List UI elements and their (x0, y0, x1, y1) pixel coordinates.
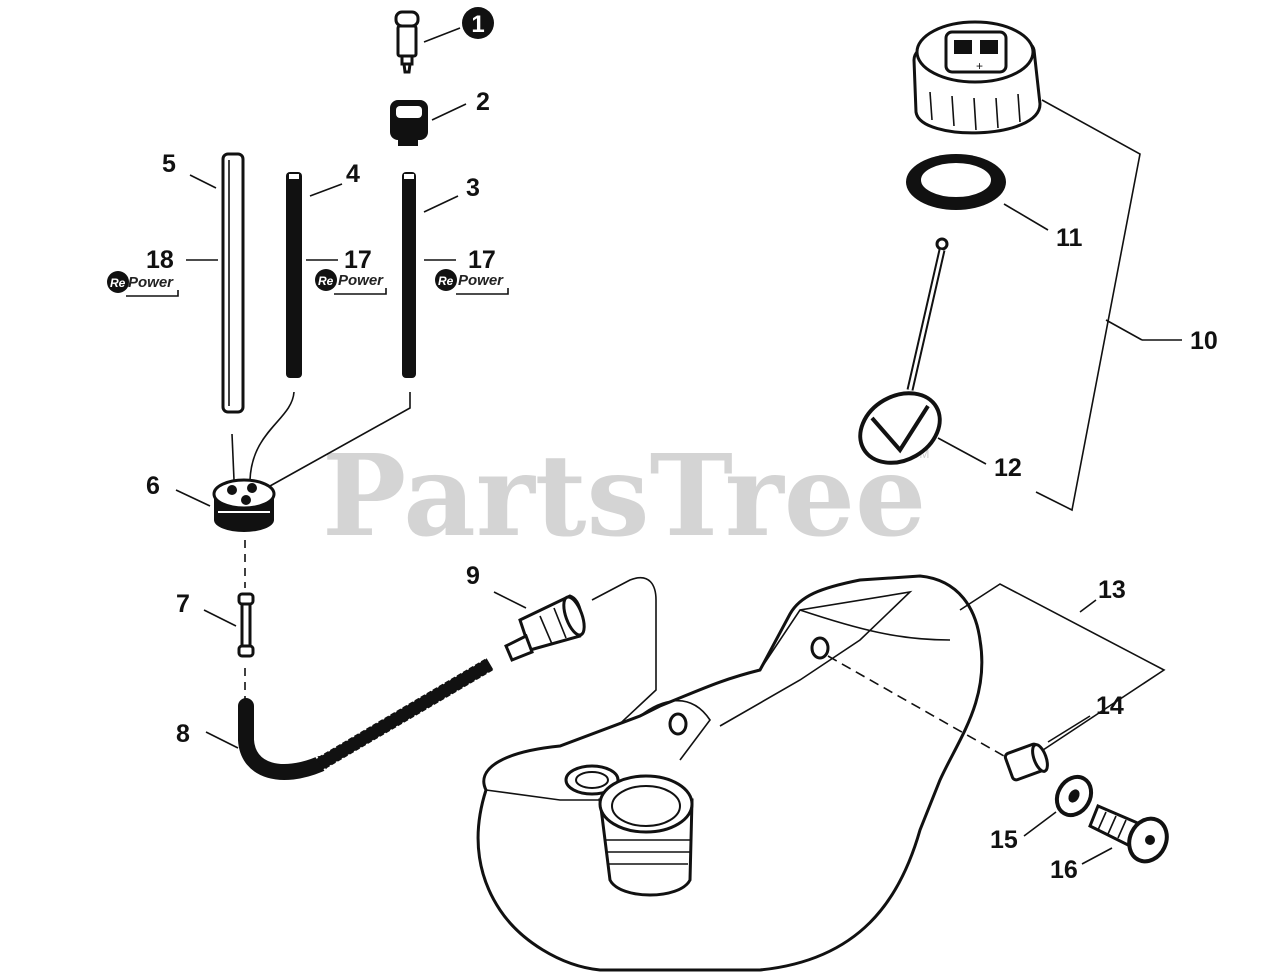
part-4-hose[interactable] (286, 172, 302, 378)
part-2-nut[interactable] (390, 100, 428, 146)
connector-5-6 (231, 433, 235, 481)
leader-16 (1081, 847, 1113, 865)
part-7-pin[interactable] (237, 592, 255, 658)
callout-17a: 17 (344, 246, 372, 274)
part-6-grommet[interactable] (212, 478, 276, 532)
callout-12: 12 (994, 454, 1022, 482)
repower-badge-17a: Re Power (315, 269, 387, 295)
callout-13: 13 (1098, 576, 1126, 604)
leader-5 (189, 174, 217, 189)
callout-1-badge[interactable]: 1 (462, 7, 494, 39)
part-11-gasket[interactable] (906, 154, 1006, 210)
repower-badge-17b: Re Power (435, 269, 509, 295)
callout-15: 15 (990, 826, 1018, 854)
connector-4-6 (249, 391, 295, 481)
connector-9-tank (591, 576, 657, 749)
leader-9 (493, 591, 527, 609)
part-13-fuel-tank[interactable] (476, 574, 984, 972)
svg-text:Re: Re (318, 274, 334, 288)
callout-1: 1 (471, 11, 484, 38)
leader-3 (423, 195, 459, 213)
part-15-washer[interactable] (1050, 771, 1098, 822)
part-1-fitting[interactable] (394, 10, 420, 74)
leader-10-a (1105, 319, 1143, 341)
leader-14 (1047, 715, 1091, 743)
leader-1 (423, 27, 461, 43)
part-16-bolt[interactable] (1088, 804, 1174, 868)
repower-badge-18: Re Power (107, 271, 179, 297)
leader-8 (205, 731, 239, 749)
watermark: PartsTree (322, 431, 926, 562)
leader-15 (1023, 811, 1057, 837)
svg-text:Re: Re (110, 276, 126, 290)
callout-16: 16 (1050, 856, 1078, 884)
callout-17b: 17 (468, 246, 496, 274)
part-10-fuel-cap[interactable]: + (912, 20, 1042, 135)
part-12-strainer[interactable] (848, 237, 953, 477)
leader-12 (937, 437, 987, 465)
part-14-collar[interactable] (1003, 742, 1050, 782)
part-3-hose[interactable] (402, 172, 416, 378)
callout-6: 6 (146, 472, 160, 500)
leader-11 (1003, 203, 1049, 231)
callout-11: 11 (1056, 224, 1083, 252)
svg-text:+: + (976, 59, 983, 73)
callout-8: 8 (176, 720, 190, 748)
svg-text:Power: Power (338, 272, 384, 289)
connector-3-6 (269, 392, 411, 487)
svg-text:Power: Power (128, 274, 174, 291)
leader-2 (431, 103, 467, 121)
leader-6 (175, 489, 211, 507)
callout-10: 10 (1190, 327, 1218, 355)
callout-3: 3 (466, 174, 480, 202)
svg-text:Re: Re (438, 274, 454, 288)
svg-text:Power: Power (458, 272, 504, 289)
bracket-10 (1035, 99, 1141, 512)
callout-7: 7 (176, 590, 190, 618)
part-9-filter[interactable] (504, 594, 588, 662)
alignment-line (827, 655, 1005, 757)
callout-5: 5 (162, 150, 176, 178)
callout-14: 14 (1096, 692, 1124, 720)
leader-13 (1079, 599, 1097, 613)
callout-18: 18 (146, 246, 174, 274)
callout-2: 2 (476, 88, 490, 116)
leader-4 (309, 183, 343, 197)
bracket-13 (959, 583, 1166, 753)
callout-4: 4 (346, 160, 360, 188)
part-5-tube[interactable] (221, 152, 245, 414)
part-8-fuel-line[interactable] (238, 657, 495, 780)
leader-7 (203, 609, 237, 627)
callout-9: 9 (466, 562, 480, 590)
